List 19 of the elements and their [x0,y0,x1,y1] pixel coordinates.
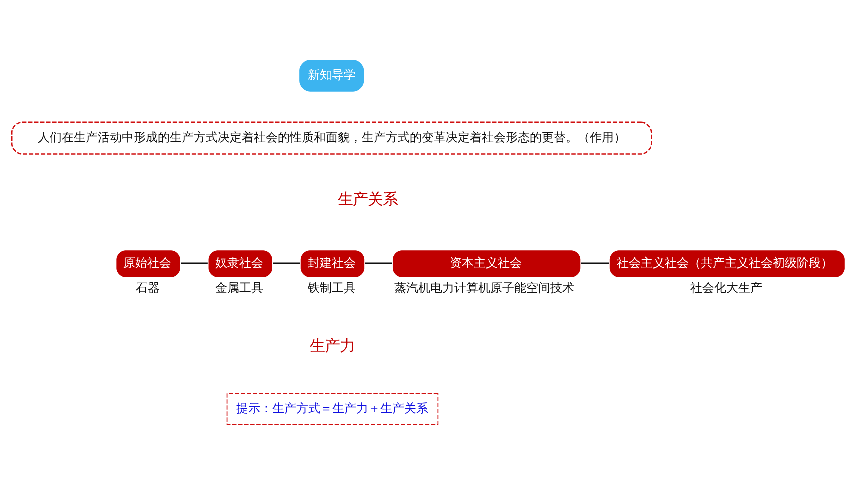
label: 生产力 [310,336,356,354]
node-box: 社会主义社会（共产主义社会初级阶段） [610,250,845,277]
connector [582,262,610,264]
label: 生产关系 [338,190,398,208]
node-box: 提示：生产方式＝生产力＋生产关系 [226,392,439,424]
node-box: 原始社会 [116,250,180,277]
node-label: 蒸汽机电力计算机原子能空间技术 [394,280,575,295]
node-label: 社会化大生产 [690,280,762,295]
node-label: 石器 [136,280,160,295]
node-label: 金属工具 [216,280,264,295]
node-box: 资本主义社会 [392,250,581,277]
connector [365,262,392,264]
node-label: 铁制工具 [308,280,356,295]
node-box: 人们在生产活动中形成的生产方式决定着社会的性质和面貌，生产方式的变革决定着社会形态的更替。（作用） [11,121,652,154]
node-box: 新知导学 [300,60,364,92]
connector [181,262,208,264]
connector [273,262,300,264]
node-box: 封建社会 [300,250,365,277]
node-box: 奴隶社会 [208,250,272,277]
